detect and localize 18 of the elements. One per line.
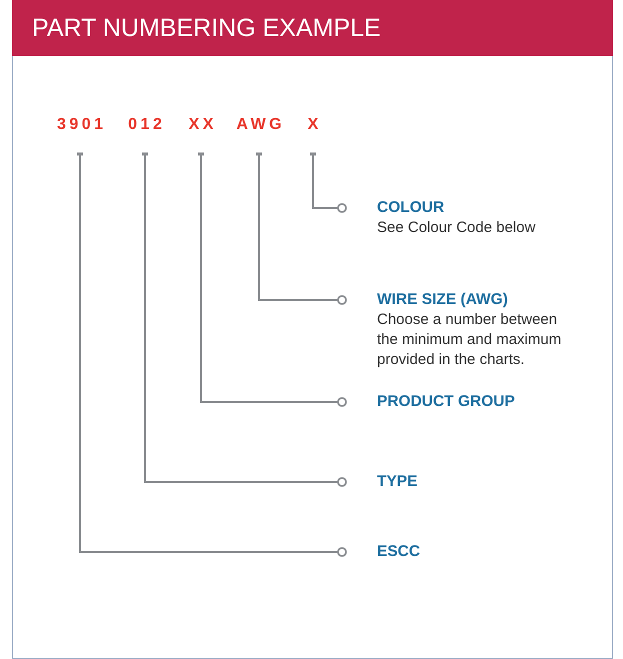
part-code: 3901 [53, 114, 107, 153]
part-code: 012 [124, 114, 166, 153]
field-description: See Colour Code below [377, 218, 536, 238]
field-heading: WIRE SIZE (AWG) [377, 290, 509, 310]
leader-line [308, 152, 347, 213]
leader-line [254, 152, 347, 305]
field-heading: ESCC [377, 542, 422, 562]
leader-line [196, 152, 347, 407]
part-code: X [304, 114, 322, 153]
field-description: Choose a number between the minimum and maximum provided in the charts. [377, 310, 562, 370]
field-heading: TYPE [377, 472, 418, 492]
title: PART NUMBERING EXAMPLE [32, 14, 381, 42]
part-code: XX [185, 114, 217, 153]
field-heading: PRODUCT GROUP [377, 392, 516, 412]
part-code: AWG [232, 114, 286, 153]
leader-line [140, 152, 347, 487]
field-heading: COLOUR [377, 198, 446, 218]
leader-line [76, 152, 347, 557]
